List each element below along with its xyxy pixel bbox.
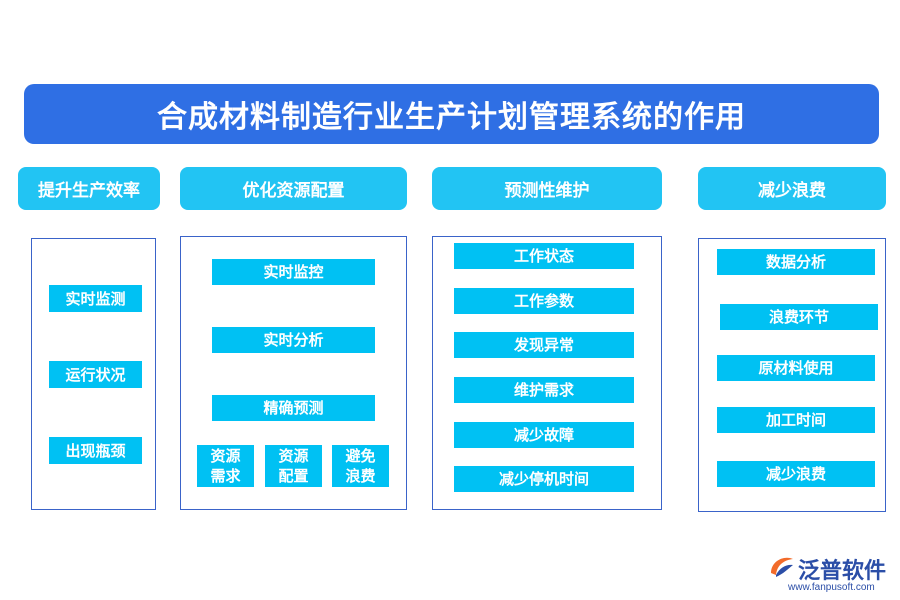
list-item: 减少停机时间 <box>454 466 634 492</box>
list-item: 工作状态 <box>454 243 634 269</box>
list-item: 工作参数 <box>454 288 634 314</box>
list-item: 加工时间 <box>717 407 875 433</box>
sub-item: 资源配置 <box>265 445 322 487</box>
column-header-4: 减少浪费 <box>698 167 886 210</box>
list-item: 减少故障 <box>454 422 634 448</box>
column-header-3: 预测性维护 <box>432 167 662 210</box>
column-header-1: 提升生产效率 <box>18 167 160 210</box>
list-item: 维护需求 <box>454 377 634 403</box>
list-item: 运行状况 <box>49 361 142 388</box>
logo-icon <box>771 557 793 577</box>
list-item: 减少浪费 <box>717 461 875 487</box>
column-box-1: 实时监测 运行状况 出现瓶颈 <box>31 238 156 510</box>
page-title: 合成材料制造行业生产计划管理系统的作用 <box>157 100 746 135</box>
logo-name: 泛普软件 <box>798 559 887 584</box>
title-banner: 合成材料制造行业生产计划管理系统的作用 <box>24 84 879 144</box>
column-box-3: 工作状态 工作参数 发现异常 维护需求 减少故障 减少停机时间 <box>432 236 662 510</box>
list-item: 原材料使用 <box>717 355 875 381</box>
list-item: 数据分析 <box>717 249 875 275</box>
column-header-2: 优化资源配置 <box>180 167 407 210</box>
sub-item: 资源需求 <box>197 445 254 487</box>
list-item: 实时分析 <box>212 327 375 353</box>
logo-url: www.fanpusoft.com <box>788 582 875 593</box>
list-item: 实时监控 <box>212 259 375 285</box>
list-item: 发现异常 <box>454 332 634 358</box>
brand-logo: 泛普软件 www.fanpusoft.com <box>768 553 893 595</box>
sub-item: 避免浪费 <box>332 445 389 487</box>
list-item: 浪费环节 <box>720 304 878 330</box>
column-box-4: 数据分析 浪费环节 原材料使用 加工时间 减少浪费 <box>698 238 886 512</box>
list-item: 精确预测 <box>212 395 375 421</box>
list-item: 出现瓶颈 <box>49 437 142 464</box>
column-box-2: 实时监控 实时分析 精确预测 资源需求 资源配置 避免浪费 <box>180 236 407 510</box>
list-item: 实时监测 <box>49 285 142 312</box>
